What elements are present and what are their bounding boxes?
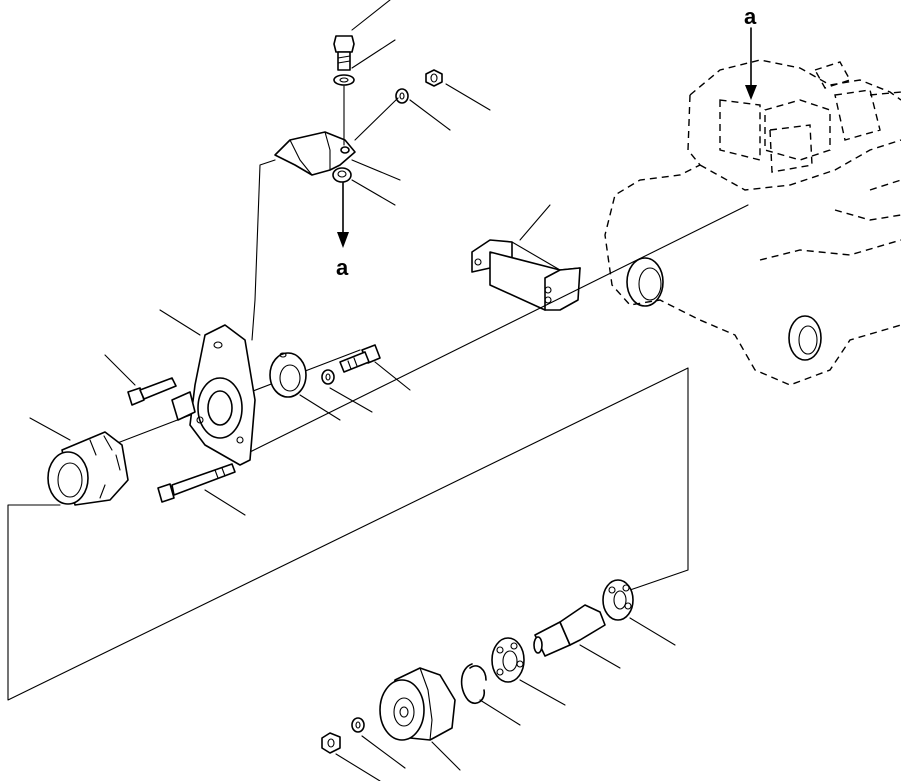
leader-nut (445, 83, 491, 111)
mounting-bracket (274, 131, 356, 176)
bracket-nut (425, 69, 443, 87)
bracket-washer (333, 74, 355, 86)
leader-coupling-hub (29, 417, 71, 441)
leader-bolt (351, 0, 391, 31)
engine-block-outline (604, 59, 901, 386)
snap-ring (460, 663, 487, 705)
reference-arrow-a-top: a (744, 4, 757, 100)
leader-lockwasher (329, 387, 373, 413)
leader-washer (351, 39, 396, 69)
bracket-small-washer (395, 88, 409, 104)
leader-plate-bolt-left (104, 354, 136, 386)
leader-bearing-right (629, 617, 676, 646)
bracket-connector-line (251, 159, 276, 341)
plate-bolt-right (339, 344, 381, 373)
engine-bore-right (788, 315, 822, 361)
leader-plate (159, 309, 201, 336)
pump-housing (379, 667, 456, 741)
pump-washer (351, 717, 365, 733)
mounting-plate (171, 324, 256, 466)
engine-bore-left (626, 257, 664, 307)
bracket-axis-line (354, 97, 399, 141)
leader-bracket (351, 159, 401, 181)
leader-gasket (299, 394, 341, 421)
leader-small-washer (409, 99, 451, 131)
pump-nut (321, 732, 341, 754)
leader-pump-nut (335, 753, 381, 781)
reference-label-a-top: a (744, 4, 757, 29)
leader-snap-ring (479, 699, 521, 726)
leader-spacer (351, 179, 396, 206)
coupling-spacer (471, 239, 581, 311)
leader-bearing-left (519, 679, 566, 706)
drive-shaft (533, 604, 606, 657)
leader-pump-housing (431, 741, 461, 771)
plate-lockwasher (321, 369, 335, 385)
leader-coupling (519, 204, 551, 241)
leader-plate-bolt-right (374, 361, 411, 391)
bearing-left (491, 637, 525, 683)
leader-drive-shaft (579, 644, 621, 669)
bearing-right (602, 579, 634, 621)
bracket-spacer (332, 167, 352, 183)
reference-arrow-a-center: a (336, 182, 349, 280)
main-axis-line (249, 204, 749, 453)
bracket-bolt (333, 35, 355, 71)
plate-bolt-left (127, 377, 177, 406)
long-bolt (157, 463, 236, 503)
plate-gasket (269, 352, 307, 398)
lower-group-boundary (7, 367, 689, 701)
reference-label-a-center: a (336, 255, 349, 280)
coupling-hub (47, 431, 129, 506)
leader-long-bolt (204, 489, 246, 516)
leader-pump-washer (361, 735, 406, 769)
